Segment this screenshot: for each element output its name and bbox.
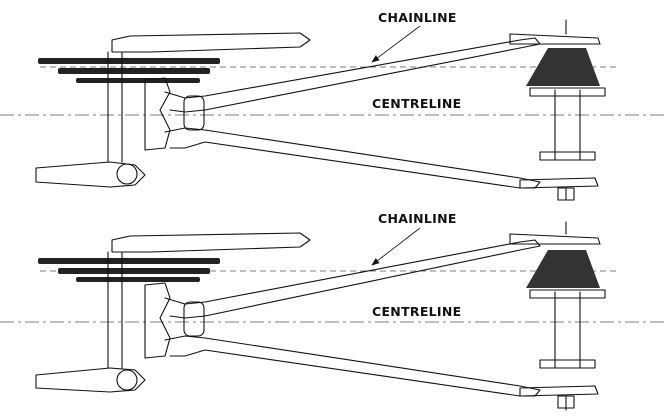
bottom-centreline-label: CENTRELINE — [372, 304, 461, 319]
top-hub-flange-nondrive — [539, 151, 596, 161]
top-axle-nut — [557, 187, 575, 201]
top-chainstay-lower — [164, 127, 541, 189]
bottom-panel: CHAINLINE CENTRELINE — [0, 211, 667, 411]
top-stay-bridge — [183, 95, 205, 131]
bottom-stay-bridge — [183, 301, 205, 337]
bottom-chainline-arrow — [371, 227, 421, 266]
top-dropout-lower — [519, 177, 599, 189]
bottom-hub-flange-drive — [529, 289, 606, 299]
top-pedal-boss — [116, 163, 138, 185]
top-hub-body — [554, 89, 581, 161]
top-panel: CHAINLINE CENTRELINE — [0, 10, 667, 201]
top-hub-flange-drive — [529, 87, 606, 97]
bottom-pedal-boss — [116, 369, 138, 391]
bottom-spindle — [107, 251, 123, 369]
bottom-dropout-upper — [509, 233, 601, 245]
top-cassette — [526, 48, 600, 86]
bottom-chainline-label: CHAINLINE — [378, 211, 457, 226]
bottom-chainrings — [38, 258, 220, 282]
bottom-bb-shell — [144, 282, 171, 359]
top-chainline-arrow — [371, 25, 421, 63]
bottom-chainstay-upper — [164, 239, 541, 319]
top-bb-shell — [144, 77, 171, 151]
top-crank-arm-nondrive — [35, 161, 146, 188]
top-chainstay-upper — [164, 37, 541, 113]
bottom-crank-arm-drive — [111, 232, 311, 253]
bottom-hub-body — [554, 291, 581, 369]
bottom-hub-flange-nondrive — [539, 359, 596, 369]
bottom-axle-nut — [557, 395, 575, 409]
top-spindle — [107, 51, 123, 163]
bottom-chainstay-lower — [164, 335, 541, 397]
top-centreline-label: CENTRELINE — [372, 96, 461, 111]
top-chainrings — [38, 58, 220, 83]
bottom-cassette — [526, 250, 600, 288]
top-chainline-label: CHAINLINE — [378, 10, 457, 25]
bottom-crank-arm-nondrive — [35, 367, 146, 393]
bottom-dropout-lower — [519, 385, 599, 397]
top-crank-arm-drive — [111, 32, 311, 53]
top-dropout-upper — [509, 33, 601, 45]
